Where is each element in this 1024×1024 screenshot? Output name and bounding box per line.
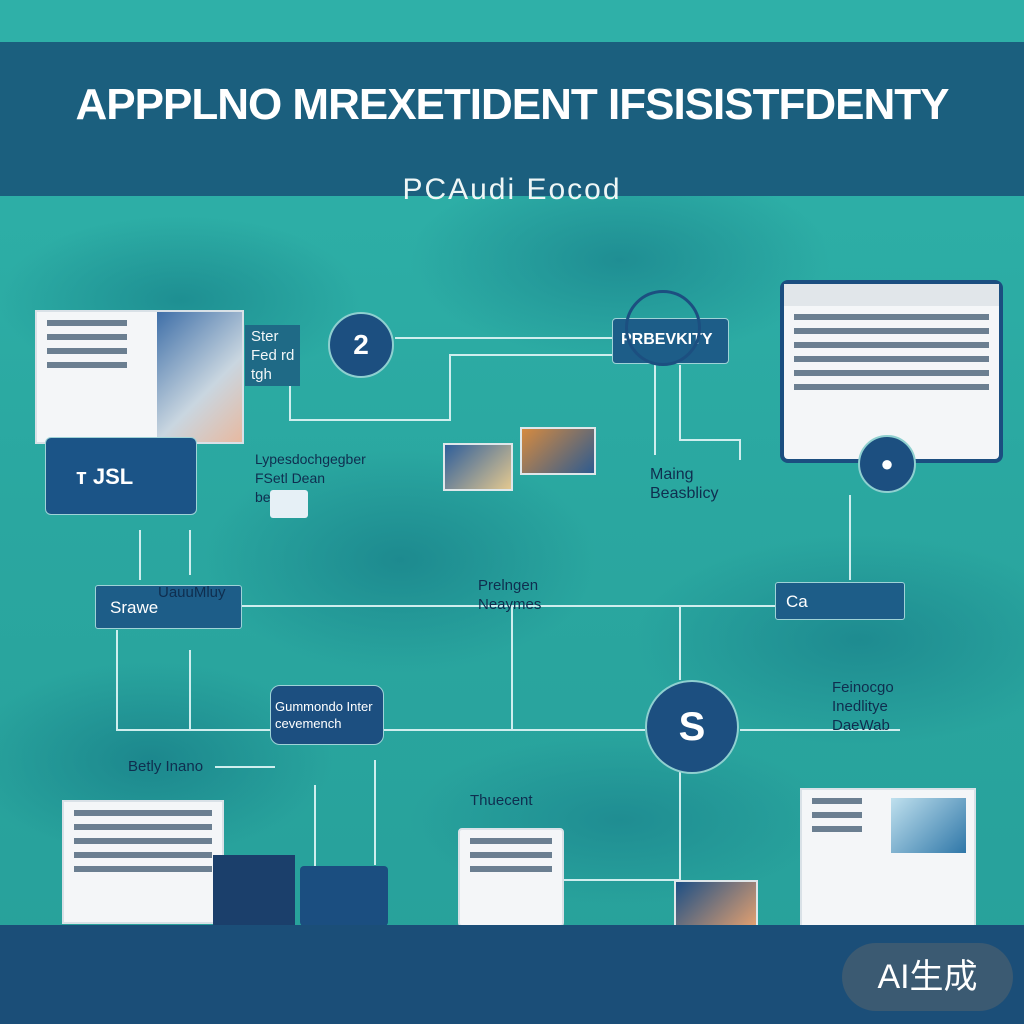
document-stack-bottom-right	[800, 788, 976, 927]
window-header-bar	[784, 284, 999, 306]
link-2	[289, 354, 612, 421]
text-lines	[64, 810, 222, 872]
node-box-right-label: Ca	[786, 592, 808, 611]
page-subtitle: PCAudi Eocod	[402, 173, 622, 206]
photo-thumbnail-1	[443, 443, 513, 491]
page-title: APPPLNO MREXETIDENT IFSISISTFDENTY	[75, 80, 950, 129]
link-3	[654, 365, 741, 460]
ai-generated-badge: AI生成	[842, 943, 1013, 1011]
window-text-lines	[784, 314, 999, 390]
link-13	[314, 760, 376, 870]
title-banner	[0, 42, 1024, 196]
node-box-left-label: Srawe	[110, 598, 159, 617]
node-process[interactable]: Gummondo Inter cevemench	[270, 685, 384, 745]
label-center: Prelngen Neaymes	[478, 577, 542, 613]
document-card-top-left	[35, 310, 244, 444]
node-box-top-left[interactable]: т JSL	[45, 437, 197, 515]
link-4	[139, 530, 191, 580]
dollar-node[interactable]: S	[645, 680, 739, 774]
small-icon-tile	[270, 490, 308, 518]
building-icon-tile	[213, 855, 295, 925]
node-box-top-left-label: т JSL	[76, 464, 134, 489]
text-lines	[802, 798, 872, 832]
node-circle-2[interactable]: 2	[328, 312, 394, 378]
label-bottom-center: Thuecent	[470, 792, 533, 809]
node-circle-2-label: 2	[353, 329, 369, 360]
label-left-top: UauuMluy	[158, 584, 226, 601]
node-process-label: Gummondo Inter cevemench	[275, 699, 373, 731]
connector-ring	[625, 290, 701, 366]
satellite-icon-tile	[300, 866, 388, 926]
node-box-right[interactable]: Ca	[775, 582, 905, 620]
text-lines	[37, 320, 137, 368]
image-panel	[891, 798, 966, 853]
label-bottom-left: Betly Inano	[128, 758, 204, 775]
photo-thumbnail-3	[674, 880, 758, 929]
user-icon[interactable]: ●	[858, 435, 916, 493]
dollar-node-label: S	[678, 705, 706, 749]
top-strip	[0, 0, 1024, 42]
label-top-left: Ster Fed rd tgh	[245, 325, 301, 386]
image-thumbnail	[157, 312, 242, 442]
document-card-bottom-center	[458, 828, 564, 927]
label-right-lower: Feinocgo Inedlitye DaeWab	[832, 679, 894, 734]
document-card-bottom-left	[62, 800, 224, 924]
node-box-left[interactable]: Srawe	[95, 585, 242, 629]
photo-thumbnail-2	[520, 427, 596, 475]
text-lines	[460, 838, 562, 872]
link-6	[116, 630, 645, 731]
label-mid-right: Maing Beasblicy	[650, 466, 719, 502]
